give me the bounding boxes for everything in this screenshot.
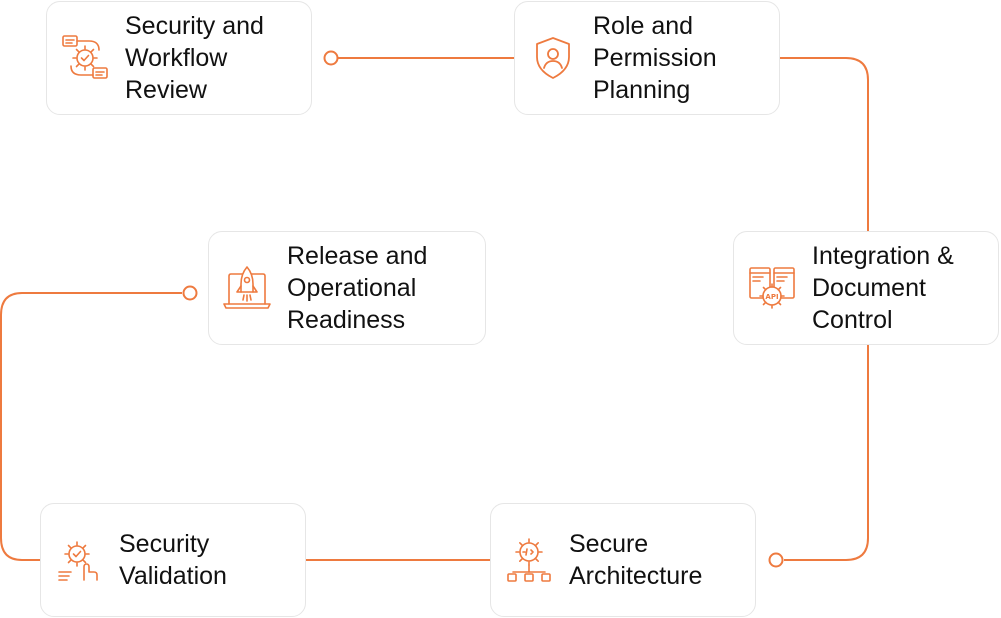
step-card-release-operational-readiness: Release and Operational Readiness [208, 231, 486, 345]
connector-validation-to-release [0, 292, 182, 561]
gear-check-hand-icon [51, 532, 107, 588]
api-gear-icon: API [744, 260, 800, 316]
connector-end-dot-release [182, 285, 198, 301]
connector-end-dot-review [323, 50, 339, 66]
step-label: Integration & Document Control [812, 242, 954, 334]
step-card-integration-document-control: API Integration & Document Control [733, 231, 999, 345]
step-card-security-validation: Security Validation [40, 503, 306, 617]
svg-text:API: API [765, 293, 778, 301]
rocket-laptop-icon [219, 260, 275, 316]
step-label: Release and Operational Readiness [287, 242, 428, 334]
step-card-secure-architecture: Secure Architecture [490, 503, 756, 617]
step-label: Security Validation [119, 530, 227, 590]
connector-end-dot-architecture [768, 552, 784, 568]
workflow-gear-icon [57, 30, 113, 86]
step-label: Secure Architecture [569, 530, 703, 590]
step-label: Role and Permission Planning [593, 12, 717, 104]
step-label: Security and Workflow Review [125, 12, 264, 104]
code-gear-network-icon [501, 532, 557, 588]
step-card-security-workflow-review: Security and Workflow Review [46, 1, 312, 115]
step-card-role-permission-planning: Role and Permission Planning [514, 1, 780, 115]
shield-user-icon [525, 30, 581, 86]
